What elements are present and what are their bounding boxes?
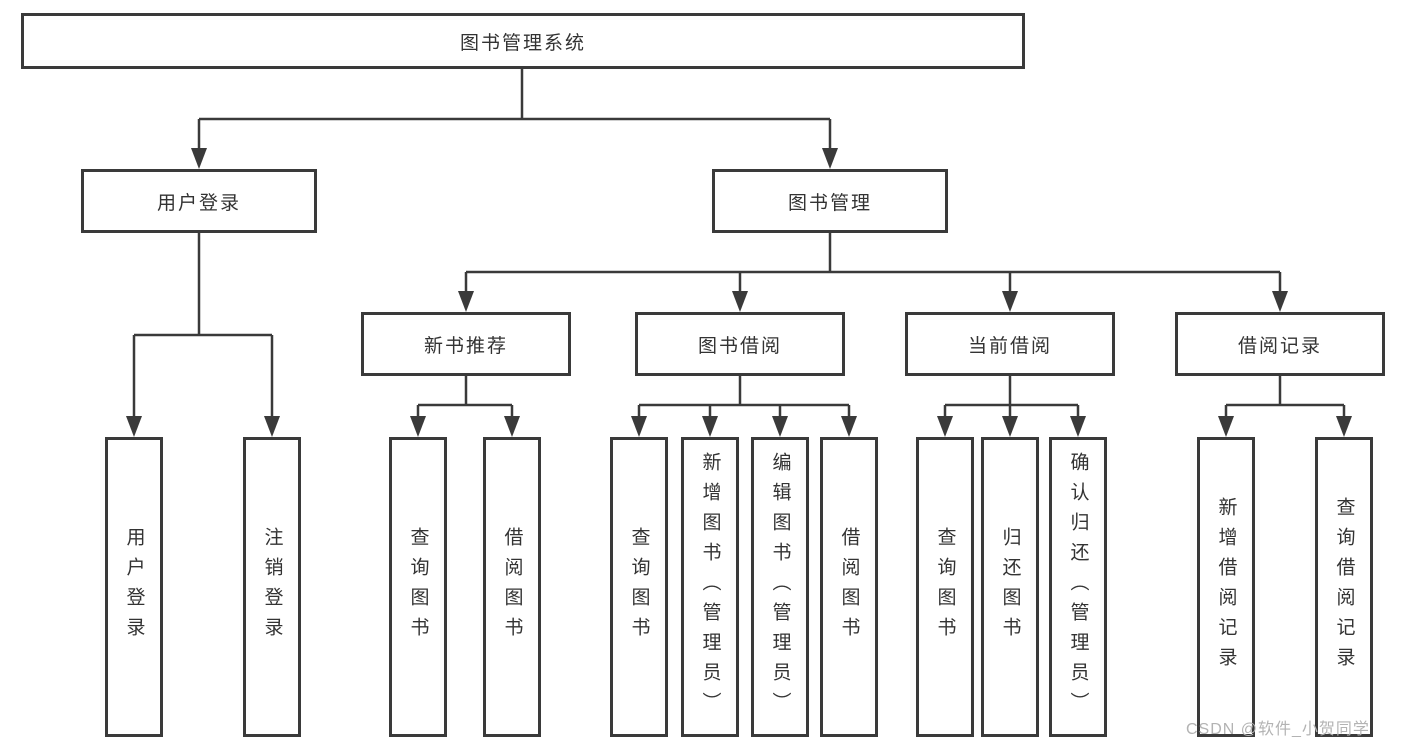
node-book-borrowing: 图书借阅 [635,312,845,376]
leaf-edit-books-admin: 编辑图书（管理员） [751,437,809,737]
leaf-borrow-books-1: 借阅图书 [483,437,541,737]
node-user-login: 用户登录 [81,169,317,233]
leaf-confirm-return-admin: 确认归还（管理员） [1049,437,1107,737]
node-book-management: 图书管理 [712,169,948,233]
arrowhead-icons [126,148,1352,437]
leaf-user-login: 用户登录 [105,437,163,737]
leaf-add-borrow-record: 新增借阅记录 [1197,437,1255,737]
leaf-query-borrow-record: 查询借阅记录 [1315,437,1373,737]
leaf-query-books-2: 查询图书 [610,437,668,737]
node-borrowing-records: 借阅记录 [1175,312,1385,376]
leaf-query-books-1: 查询图书 [389,437,447,737]
leaf-logout: 注销登录 [243,437,301,737]
leaf-borrow-books-2: 借阅图书 [820,437,878,737]
node-new-book-recommendation: 新书推荐 [361,312,571,376]
leaf-add-books-admin: 新增图书（管理员） [681,437,739,737]
node-library-management-system: 图书管理系统 [21,13,1025,69]
leaf-return-books: 归还图书 [981,437,1039,737]
node-current-borrowing: 当前借阅 [905,312,1115,376]
csdn-watermark: CSDN @软件_小贺同学 [1186,721,1370,738]
leaf-query-books-3: 查询图书 [916,437,974,737]
